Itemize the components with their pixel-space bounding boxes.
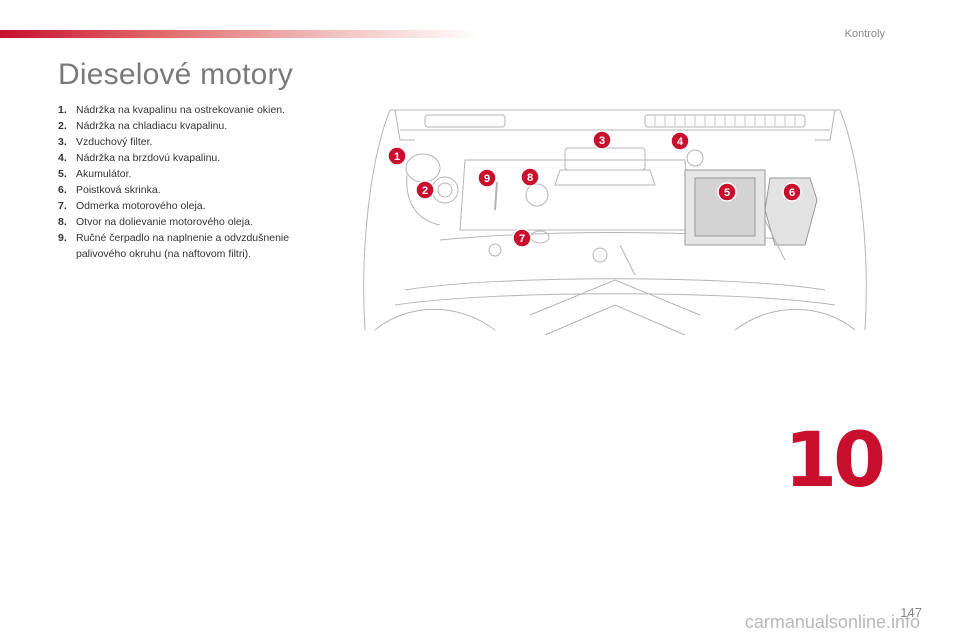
- legend-number: 5.: [58, 168, 67, 180]
- legend-text: Vzduchový filter.: [76, 136, 153, 148]
- marker-label: 4: [677, 136, 684, 148]
- watermark: carmanualsonline.info: [744, 612, 920, 632]
- legend-text: Nádržka na kvapalinu na ostrekovanie oki…: [76, 104, 285, 116]
- marker-label: 5: [724, 187, 730, 199]
- legend-item: 8. Otvor na dolievanie motorového oleja.: [58, 214, 298, 230]
- chapter-number: 10: [784, 415, 886, 504]
- legend-text: Nádržka na chladiacu kvapalinu.: [76, 120, 228, 132]
- legend-text: Nádržka na brzdovú kvapalinu.: [76, 152, 221, 164]
- marker-7: 7: [512, 228, 532, 248]
- legend-number: 7.: [58, 200, 67, 212]
- legend-item: 4. Nádržka na brzdovú kvapalinu.: [58, 150, 298, 166]
- marker-label: 7: [519, 233, 525, 245]
- marker-label: 3: [599, 135, 605, 147]
- page-title: Dieselové motory: [58, 58, 293, 91]
- marker-1: 1: [387, 146, 407, 166]
- marker-label: 2: [422, 185, 428, 197]
- legend-item: 2. Nádržka na chladiacu kvapalinu.: [58, 118, 298, 134]
- legend-item: 5. Akumulátor.: [58, 166, 298, 182]
- legend-text: Ručné čerpadlo na naplnenie a odvzdušnen…: [76, 232, 290, 260]
- marker-label: 9: [484, 173, 490, 185]
- legend-number: 6.: [58, 184, 67, 196]
- marker-label: 6: [789, 187, 795, 199]
- marker-9: 9: [477, 168, 497, 188]
- legend-number: 1.: [58, 104, 67, 116]
- section-label: Kontroly: [844, 28, 885, 40]
- marker-2: 2: [415, 180, 435, 200]
- legend-item: 6. Poistková skrinka.: [58, 182, 298, 198]
- legend-text: Poistková skrinka.: [76, 184, 161, 196]
- marker-4: 4: [670, 131, 690, 151]
- legend-number: 9.: [58, 232, 67, 244]
- marker-6: 6: [782, 182, 802, 202]
- legend-item: 3. Vzduchový filter.: [58, 134, 298, 150]
- legend-text: Otvor na dolievanie motorového oleja.: [76, 216, 253, 228]
- marker-8: 8: [520, 167, 540, 187]
- legend-text: Odmerka motorového oleja.: [76, 200, 206, 212]
- marker-label: 1: [394, 151, 400, 163]
- legend-item: 9. Ručné čerpadlo na naplnenie a odvzdušn…: [58, 230, 298, 262]
- header-accent-bar: [0, 30, 480, 38]
- legend-list: 1. Nádržka na kvapalinu na ostrekovanie o…: [58, 102, 298, 262]
- legend-number: 2.: [58, 120, 67, 132]
- legend-number: 3.: [58, 136, 67, 148]
- marker-5: 5: [717, 182, 737, 202]
- legend-item: 7. Odmerka motorového oleja.: [58, 198, 298, 214]
- legend-text: Akumulátor.: [76, 168, 132, 180]
- marker-3: 3: [592, 130, 612, 150]
- engine-bay-illustration: 1 2 3 4 5 6 7 8 9: [363, 109, 867, 336]
- legend-number: 8.: [58, 216, 67, 228]
- legend-number: 4.: [58, 152, 67, 164]
- legend-item: 1. Nádržka na kvapalinu na ostrekovanie o…: [58, 102, 298, 118]
- marker-label: 8: [527, 172, 533, 184]
- page-number: 147: [900, 605, 922, 620]
